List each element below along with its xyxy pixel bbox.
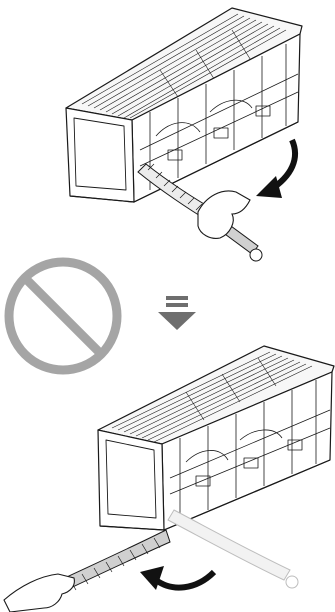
pipe-ghost-nut [286, 576, 298, 588]
curved-arrow-top [256, 140, 295, 198]
hand-bottom [4, 574, 74, 612]
curved-arrow-top-head [256, 176, 282, 198]
indoor-unit-bottom [98, 346, 334, 530]
pipe-ghost-body [168, 510, 290, 580]
next-step-arrow [158, 296, 196, 330]
prohibition-symbol [9, 262, 117, 370]
curved-arrow-bottom [140, 566, 214, 590]
pipe-nut-top [250, 249, 262, 261]
curved-arrow-bottom-head [140, 566, 164, 590]
indoor-unit-top [66, 8, 302, 202]
piping-bottom-ghost [168, 510, 298, 588]
hand-top [198, 191, 250, 238]
